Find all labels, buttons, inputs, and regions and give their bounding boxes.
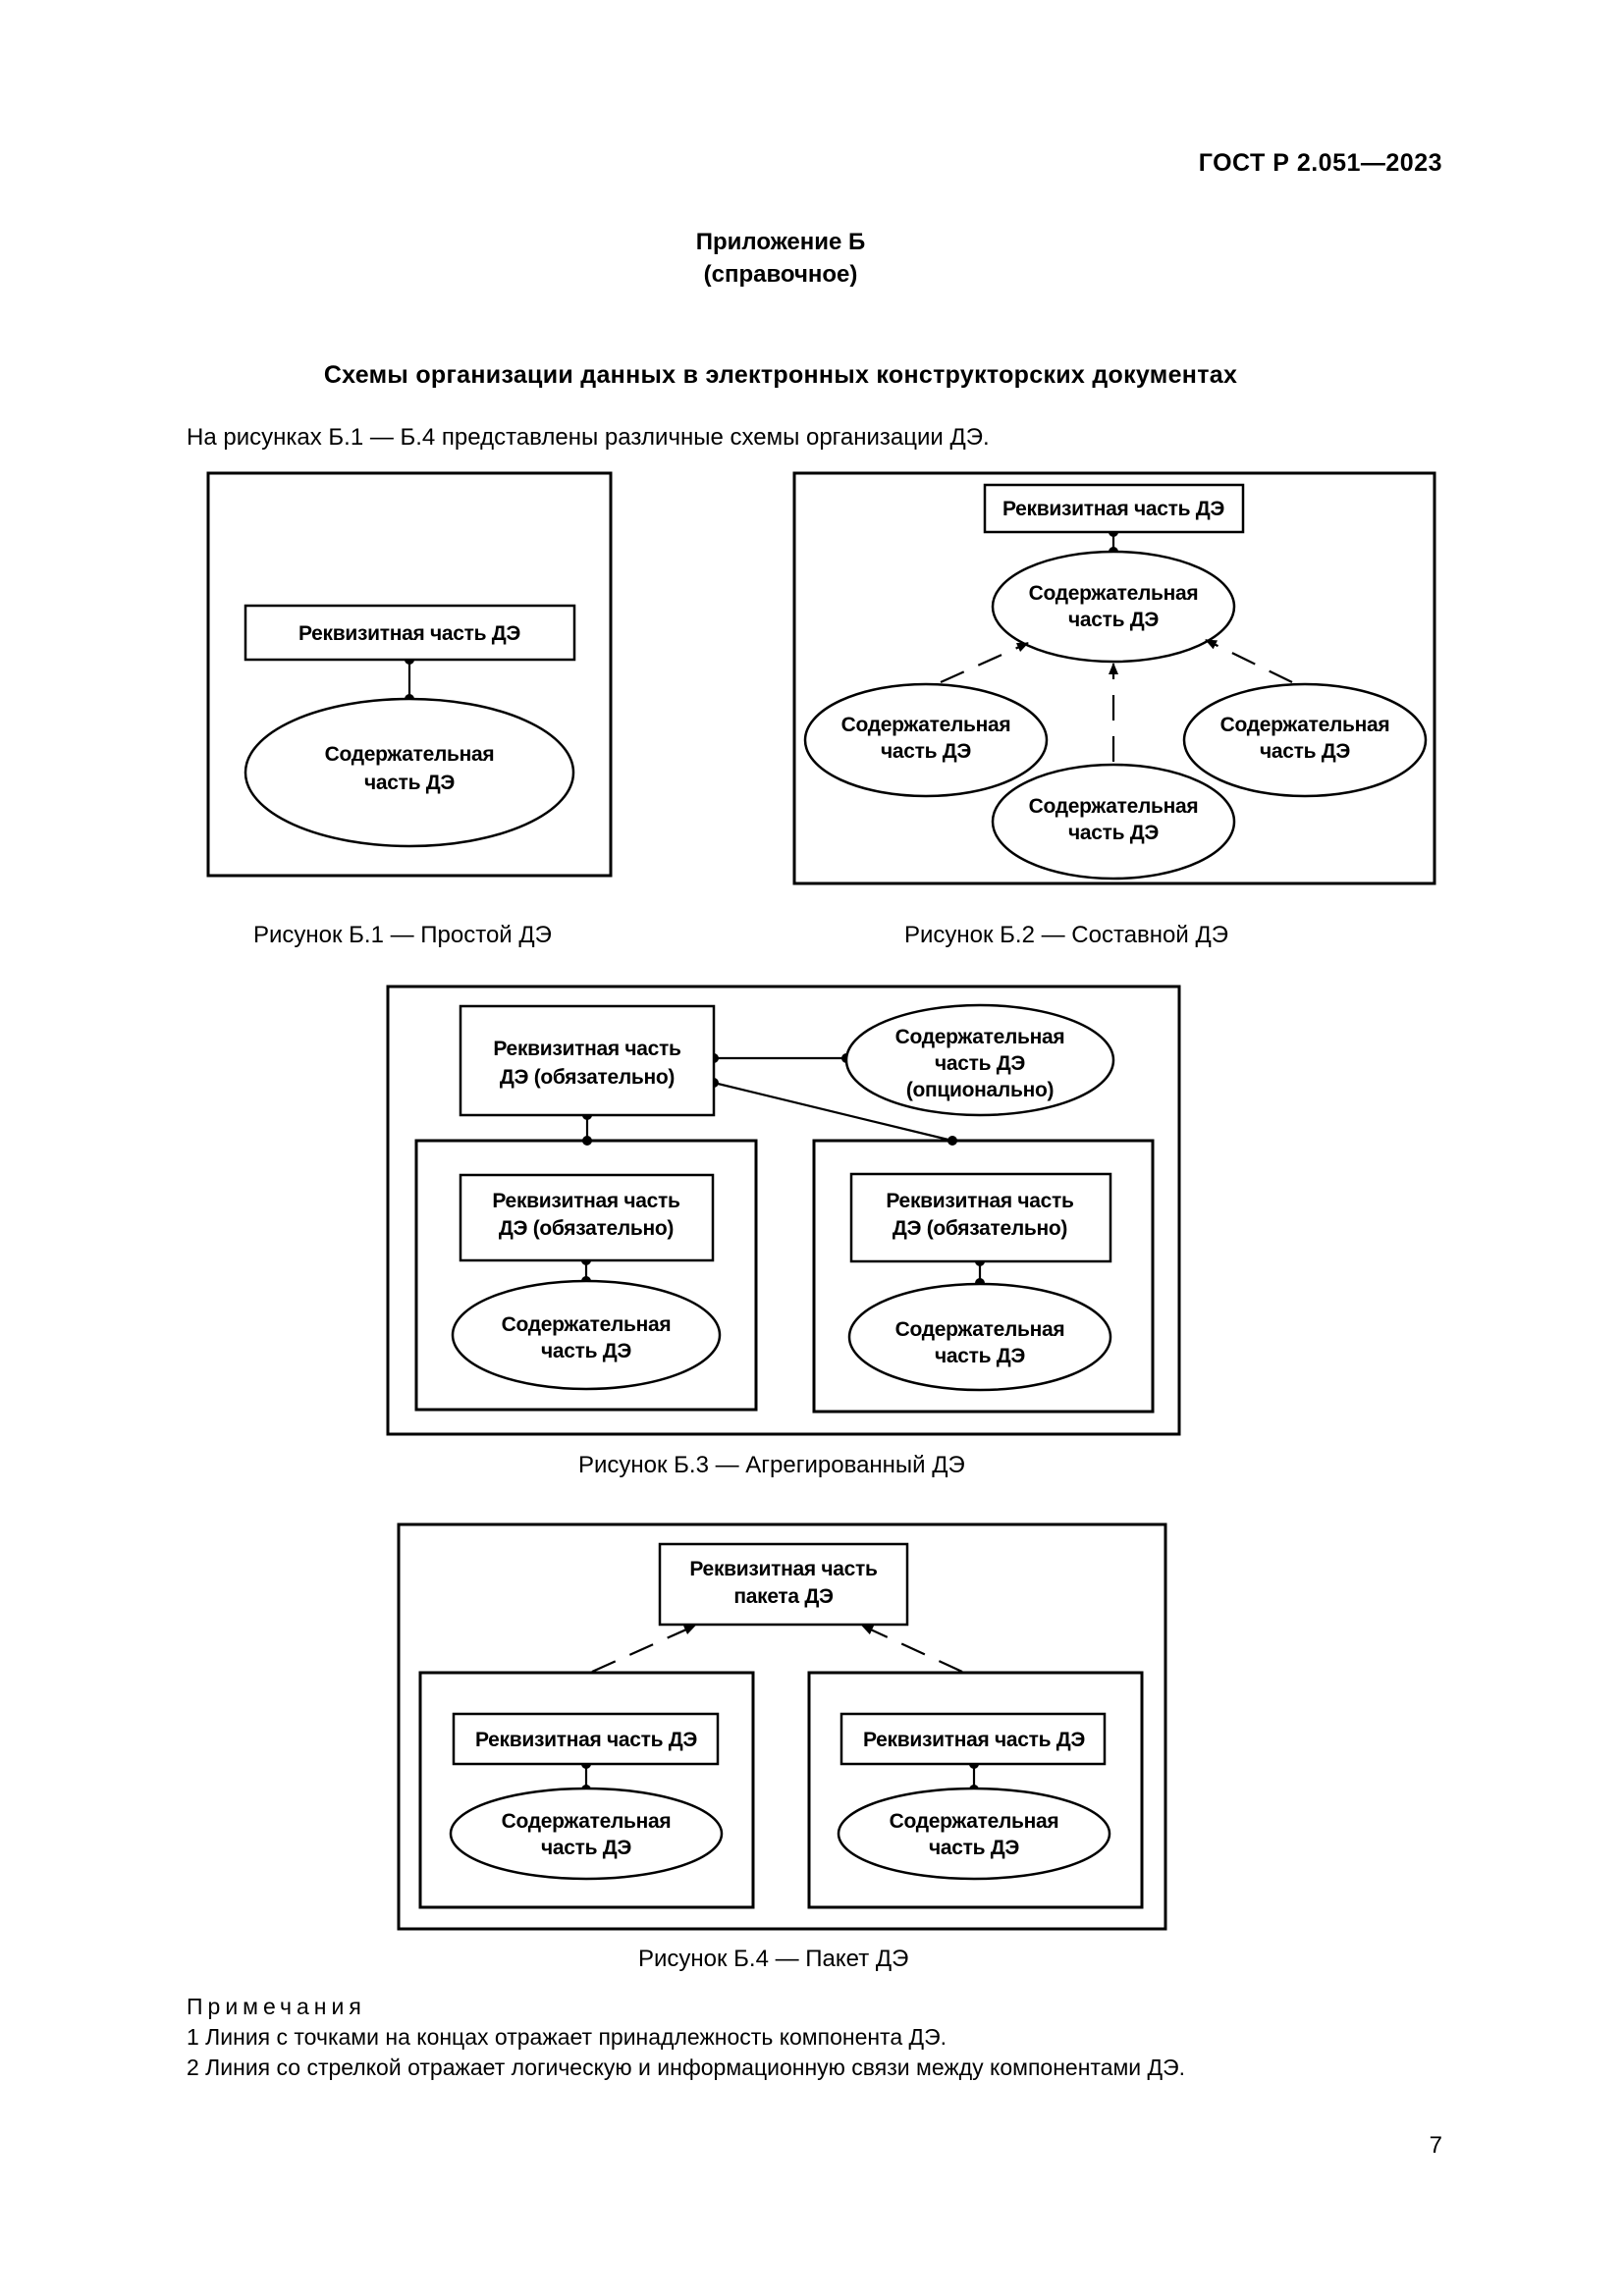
sub-document-frame bbox=[812, 1139, 1155, 1414]
figure-b3-frame bbox=[386, 985, 1181, 1436]
figure-b1: Реквизитная часть ДЭ Содержательная част… bbox=[206, 471, 613, 878]
relation-arrow bbox=[861, 1625, 963, 1673]
content-part-label: часть ДЭ bbox=[1068, 609, 1159, 631]
package-requisite-label: Реквизитная часть bbox=[689, 1558, 878, 1580]
content-part-label: Содержательная bbox=[325, 743, 495, 766]
content-part-ellipse-right bbox=[1182, 682, 1428, 798]
requisite-part-box-top bbox=[459, 1004, 716, 1117]
relation-arrow bbox=[940, 641, 1029, 684]
content-part-label: часть ДЭ bbox=[364, 772, 455, 794]
relation-arrow bbox=[591, 1624, 696, 1674]
requisite-part-label: Реквизитная часть bbox=[493, 1038, 681, 1060]
page-number: 7 bbox=[1429, 2132, 1442, 2159]
content-part-label: Содержательная bbox=[841, 714, 1011, 736]
requisite-part-box bbox=[459, 1173, 715, 1262]
content-part-label: часть ДЭ bbox=[541, 1340, 631, 1362]
figure-b2: Реквизитная часть ДЭ Содержательная част… bbox=[792, 471, 1436, 885]
standard-number: ГОСТ Р 2.051—2023 bbox=[1198, 149, 1442, 177]
requisite-part-label: Реквизитная часть bbox=[492, 1190, 680, 1212]
requisite-part-box bbox=[452, 1712, 720, 1766]
content-part-label: Содержательная bbox=[890, 1810, 1059, 1833]
section-heading: Схемы организации данных в электронных к… bbox=[323, 361, 1238, 389]
content-part-label: Содержательная bbox=[1029, 582, 1199, 605]
note-item: 2 Линия со стрелкой отражает логическую … bbox=[187, 2055, 1186, 2080]
content-part-label: часть ДЭ bbox=[1068, 822, 1159, 844]
content-part-ellipse-main bbox=[991, 550, 1236, 664]
optional-content-label: Содержательная bbox=[895, 1026, 1065, 1048]
figure-b4: Реквизитная часть пакета ДЭ Реквизитная … bbox=[397, 1522, 1167, 1931]
requisite-part-box bbox=[244, 604, 576, 662]
sub-document-frame bbox=[414, 1139, 758, 1412]
requisite-part-label: ДЭ (обязательно) bbox=[893, 1217, 1067, 1240]
figure-b4-frame bbox=[397, 1522, 1167, 1931]
requisite-part-label: Реквизитная часть bbox=[886, 1190, 1074, 1212]
content-part-ellipse bbox=[451, 1279, 722, 1391]
optional-content-label: (опционально) bbox=[906, 1079, 1054, 1101]
requisite-part-box bbox=[839, 1712, 1107, 1766]
content-part-label: Содержательная bbox=[502, 1313, 672, 1336]
requisite-part-box bbox=[849, 1172, 1112, 1263]
notes-block: Примечания 1 Линия с точками на концах о… bbox=[187, 1992, 1185, 2083]
requisite-part-label: Реквизитная часть ДЭ bbox=[298, 622, 520, 645]
intro-paragraph: На рисунках Б.1 — Б.4 представлены разли… bbox=[187, 424, 990, 451]
appendix-title: Приложение Б bbox=[695, 229, 866, 255]
requisite-part-label: Реквизитная часть ДЭ bbox=[475, 1729, 697, 1751]
content-part-label: Содержательная bbox=[895, 1318, 1065, 1341]
package-requisite-label: пакета ДЭ bbox=[733, 1585, 834, 1608]
content-part-ellipse bbox=[244, 697, 575, 848]
figure-b3: Реквизитная часть ДЭ (обязательно) Содер… bbox=[386, 985, 1181, 1436]
requisite-part-box bbox=[983, 483, 1245, 534]
figure-b1-frame bbox=[206, 471, 613, 878]
requisite-part-label: ДЭ (обязательно) bbox=[499, 1217, 674, 1240]
content-part-label: Содержательная bbox=[1220, 714, 1390, 736]
appendix-subtitle: (справочное) bbox=[703, 261, 858, 288]
optional-content-label: часть ДЭ bbox=[935, 1052, 1025, 1075]
content-part-ellipse bbox=[847, 1282, 1112, 1392]
package-requisite-box bbox=[658, 1542, 909, 1627]
figure-b2-frame bbox=[792, 471, 1436, 885]
content-part-ellipse bbox=[449, 1787, 724, 1881]
relation-arrow bbox=[1205, 639, 1293, 683]
figure-b3-caption: Рисунок Б.3 — Агрегированный ДЭ bbox=[578, 1452, 965, 1478]
content-part-ellipse-bottom bbox=[991, 763, 1236, 881]
note-item: 1 Линия с точками на концах отражает при… bbox=[187, 2024, 947, 2050]
requisite-part-label: Реквизитная часть ДЭ bbox=[1002, 498, 1224, 520]
notes-title: Примечания bbox=[187, 1994, 366, 2019]
content-part-label: Содержательная bbox=[502, 1810, 672, 1833]
requisite-part-label: Реквизитная часть ДЭ bbox=[863, 1729, 1085, 1751]
content-part-label: часть ДЭ bbox=[881, 740, 971, 763]
content-part-ellipse bbox=[837, 1787, 1111, 1881]
content-part-label: Содержательная bbox=[1029, 795, 1199, 818]
package-member-frame bbox=[418, 1671, 755, 1909]
figure-b4-caption: Рисунок Б.4 — Пакет ДЭ bbox=[638, 1946, 909, 1972]
content-part-label: часть ДЭ bbox=[541, 1837, 631, 1859]
content-part-label: часть ДЭ bbox=[929, 1837, 1019, 1859]
figure-b1-caption: Рисунок Б.1 — Простой ДЭ bbox=[253, 922, 552, 948]
requisite-part-label: ДЭ (обязательно) bbox=[500, 1066, 675, 1089]
content-part-ellipse-left bbox=[803, 682, 1049, 798]
membership-line bbox=[713, 1081, 953, 1143]
content-part-label: часть ДЭ bbox=[1260, 740, 1350, 763]
package-member-frame bbox=[807, 1671, 1144, 1909]
content-part-label: часть ДЭ bbox=[935, 1345, 1025, 1367]
figure-b2-caption: Рисунок Б.2 — Составной ДЭ bbox=[904, 922, 1228, 948]
optional-content-ellipse bbox=[844, 1003, 1115, 1117]
